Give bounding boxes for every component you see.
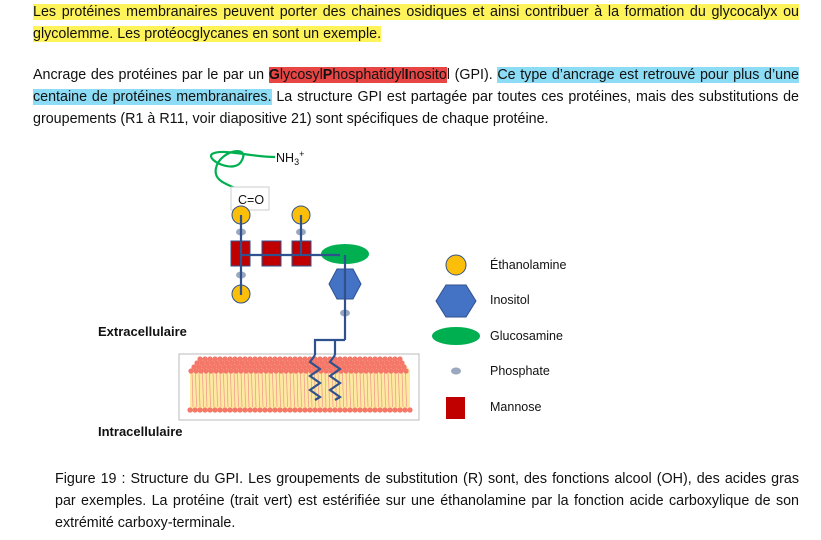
legend-label: Éthanolamine <box>490 257 566 272</box>
co-box <box>230 186 270 211</box>
text: l (GPI). <box>446 67 498 83</box>
intracellular-label: Intracellulaire <box>98 424 183 439</box>
legend-ethanolamine-icon <box>445 254 467 276</box>
bonds <box>239 215 347 401</box>
legend-glucosamine-icon <box>432 327 480 345</box>
text: La structure GPI est partagée par toutes… <box>33 89 799 127</box>
text: Ancrage des protéines par le par un <box>33 67 269 83</box>
paragraph-glycocalyx: Les protéines membranaires peuvent porte… <box>33 1 799 45</box>
figure-caption: Figure 19 : Structure du GPI. Les groupe… <box>55 471 799 531</box>
paragraph-gpi: Ancrage des protéines par le par un Glyc… <box>33 64 799 130</box>
co-label: C=O <box>238 193 264 207</box>
membrane-frame <box>178 353 420 421</box>
extracellular-label: Extracellulaire <box>98 324 187 339</box>
nh3-label: NH3+ <box>276 149 304 167</box>
lipid-bilayer <box>187 356 413 413</box>
legend-mannose-icon <box>446 397 465 419</box>
legend-inositol-icon <box>435 284 477 318</box>
legend-phosphate-icon <box>451 367 461 375</box>
glucosamine-node <box>321 244 369 264</box>
legend-label: Phosphate <box>490 364 550 378</box>
gpi-term: GlycosylPhosphatidylInosito <box>268 67 447 83</box>
mannose-node <box>261 240 282 267</box>
protein-chain <box>209 150 276 197</box>
legend-label: Mannose <box>490 400 541 414</box>
legend-label: Glucosamine <box>490 329 563 343</box>
legend-label: Inositol <box>490 293 530 307</box>
